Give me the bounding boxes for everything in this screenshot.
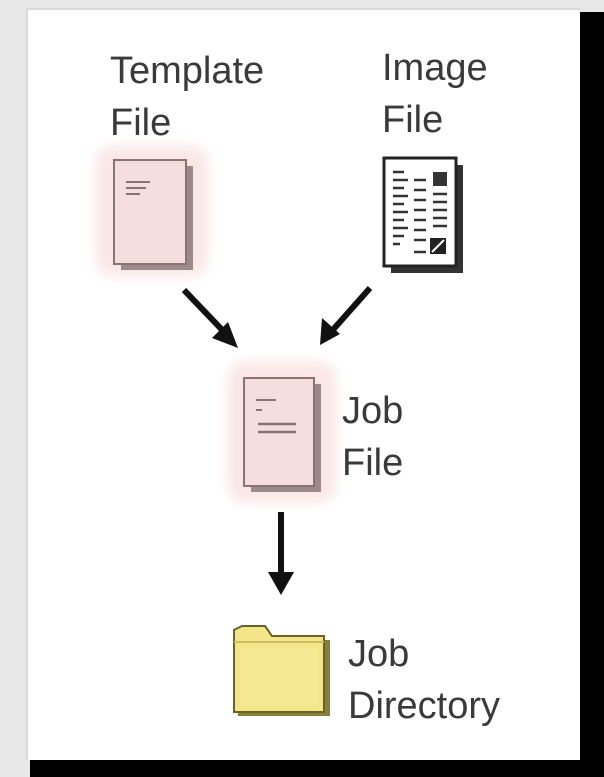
image-file-label-line1: Image <box>382 47 488 89</box>
arrow-job-to-directory <box>268 512 294 595</box>
template-file-icon <box>96 146 208 276</box>
panel-shadow-bottom <box>30 758 604 777</box>
job-file-icon <box>228 362 336 502</box>
job-directory-label: Job Directory <box>348 628 500 732</box>
job-directory-label-line1: Job <box>348 633 410 675</box>
arrow-template-to-job <box>181 287 238 348</box>
panel-shadow-right <box>578 12 604 777</box>
template-file-label: Template File <box>110 45 264 149</box>
job-file-label-line2: File <box>342 442 404 484</box>
arrow-image-to-job <box>320 286 373 345</box>
job-file-label-line1: Job <box>342 390 404 432</box>
image-document-icon <box>382 156 463 273</box>
folder-icon <box>233 625 330 716</box>
template-file-label-line1: Template <box>110 50 265 92</box>
template-file-label-line2: File <box>110 102 172 144</box>
image-file-label: Image File <box>382 42 488 146</box>
job-file-label: Job File <box>342 385 403 489</box>
job-directory-label-line2: Directory <box>348 685 501 727</box>
image-file-label-line2: File <box>382 99 444 141</box>
